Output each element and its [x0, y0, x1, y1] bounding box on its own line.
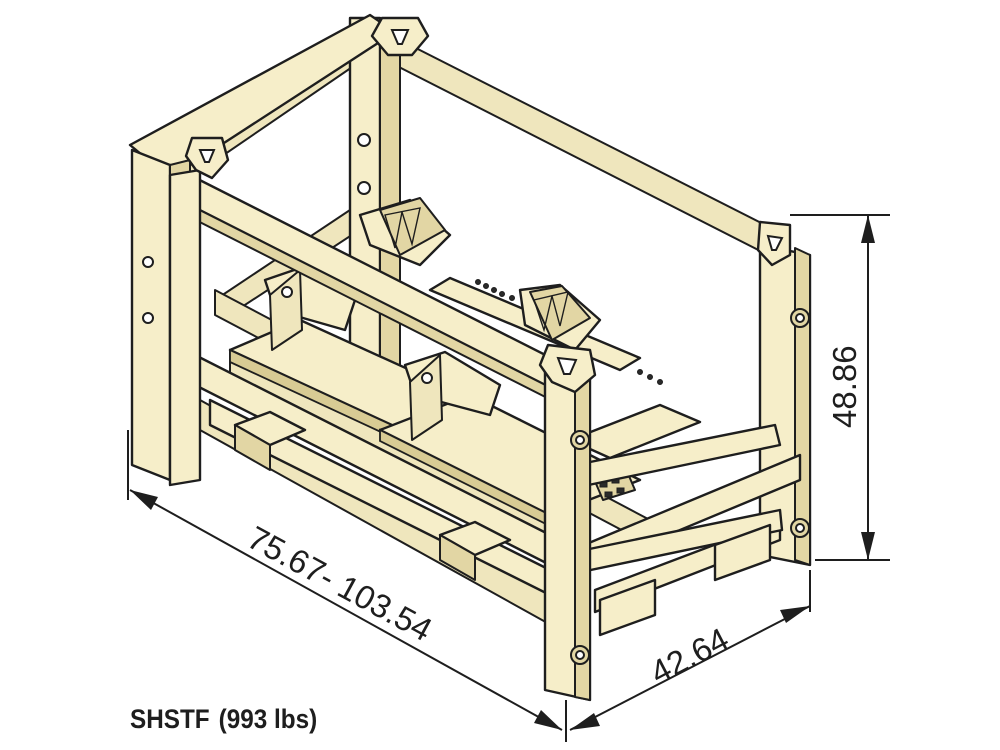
model-name: SHSTF — [130, 704, 210, 734]
lifting-lugs — [184, 16, 792, 394]
swivel-rings — [570, 308, 810, 665]
dimension-lines — [127, 214, 890, 742]
weight-label: (993 lbs) — [218, 704, 318, 734]
saddle-brackets — [263, 197, 602, 441]
height-dimension-label: 48.86 — [826, 345, 863, 428]
figure-caption: SHSTF (993 lbs) — [130, 704, 317, 735]
width-dimension-label: 42.64 — [644, 620, 734, 691]
fork-pockets — [233, 410, 772, 637]
